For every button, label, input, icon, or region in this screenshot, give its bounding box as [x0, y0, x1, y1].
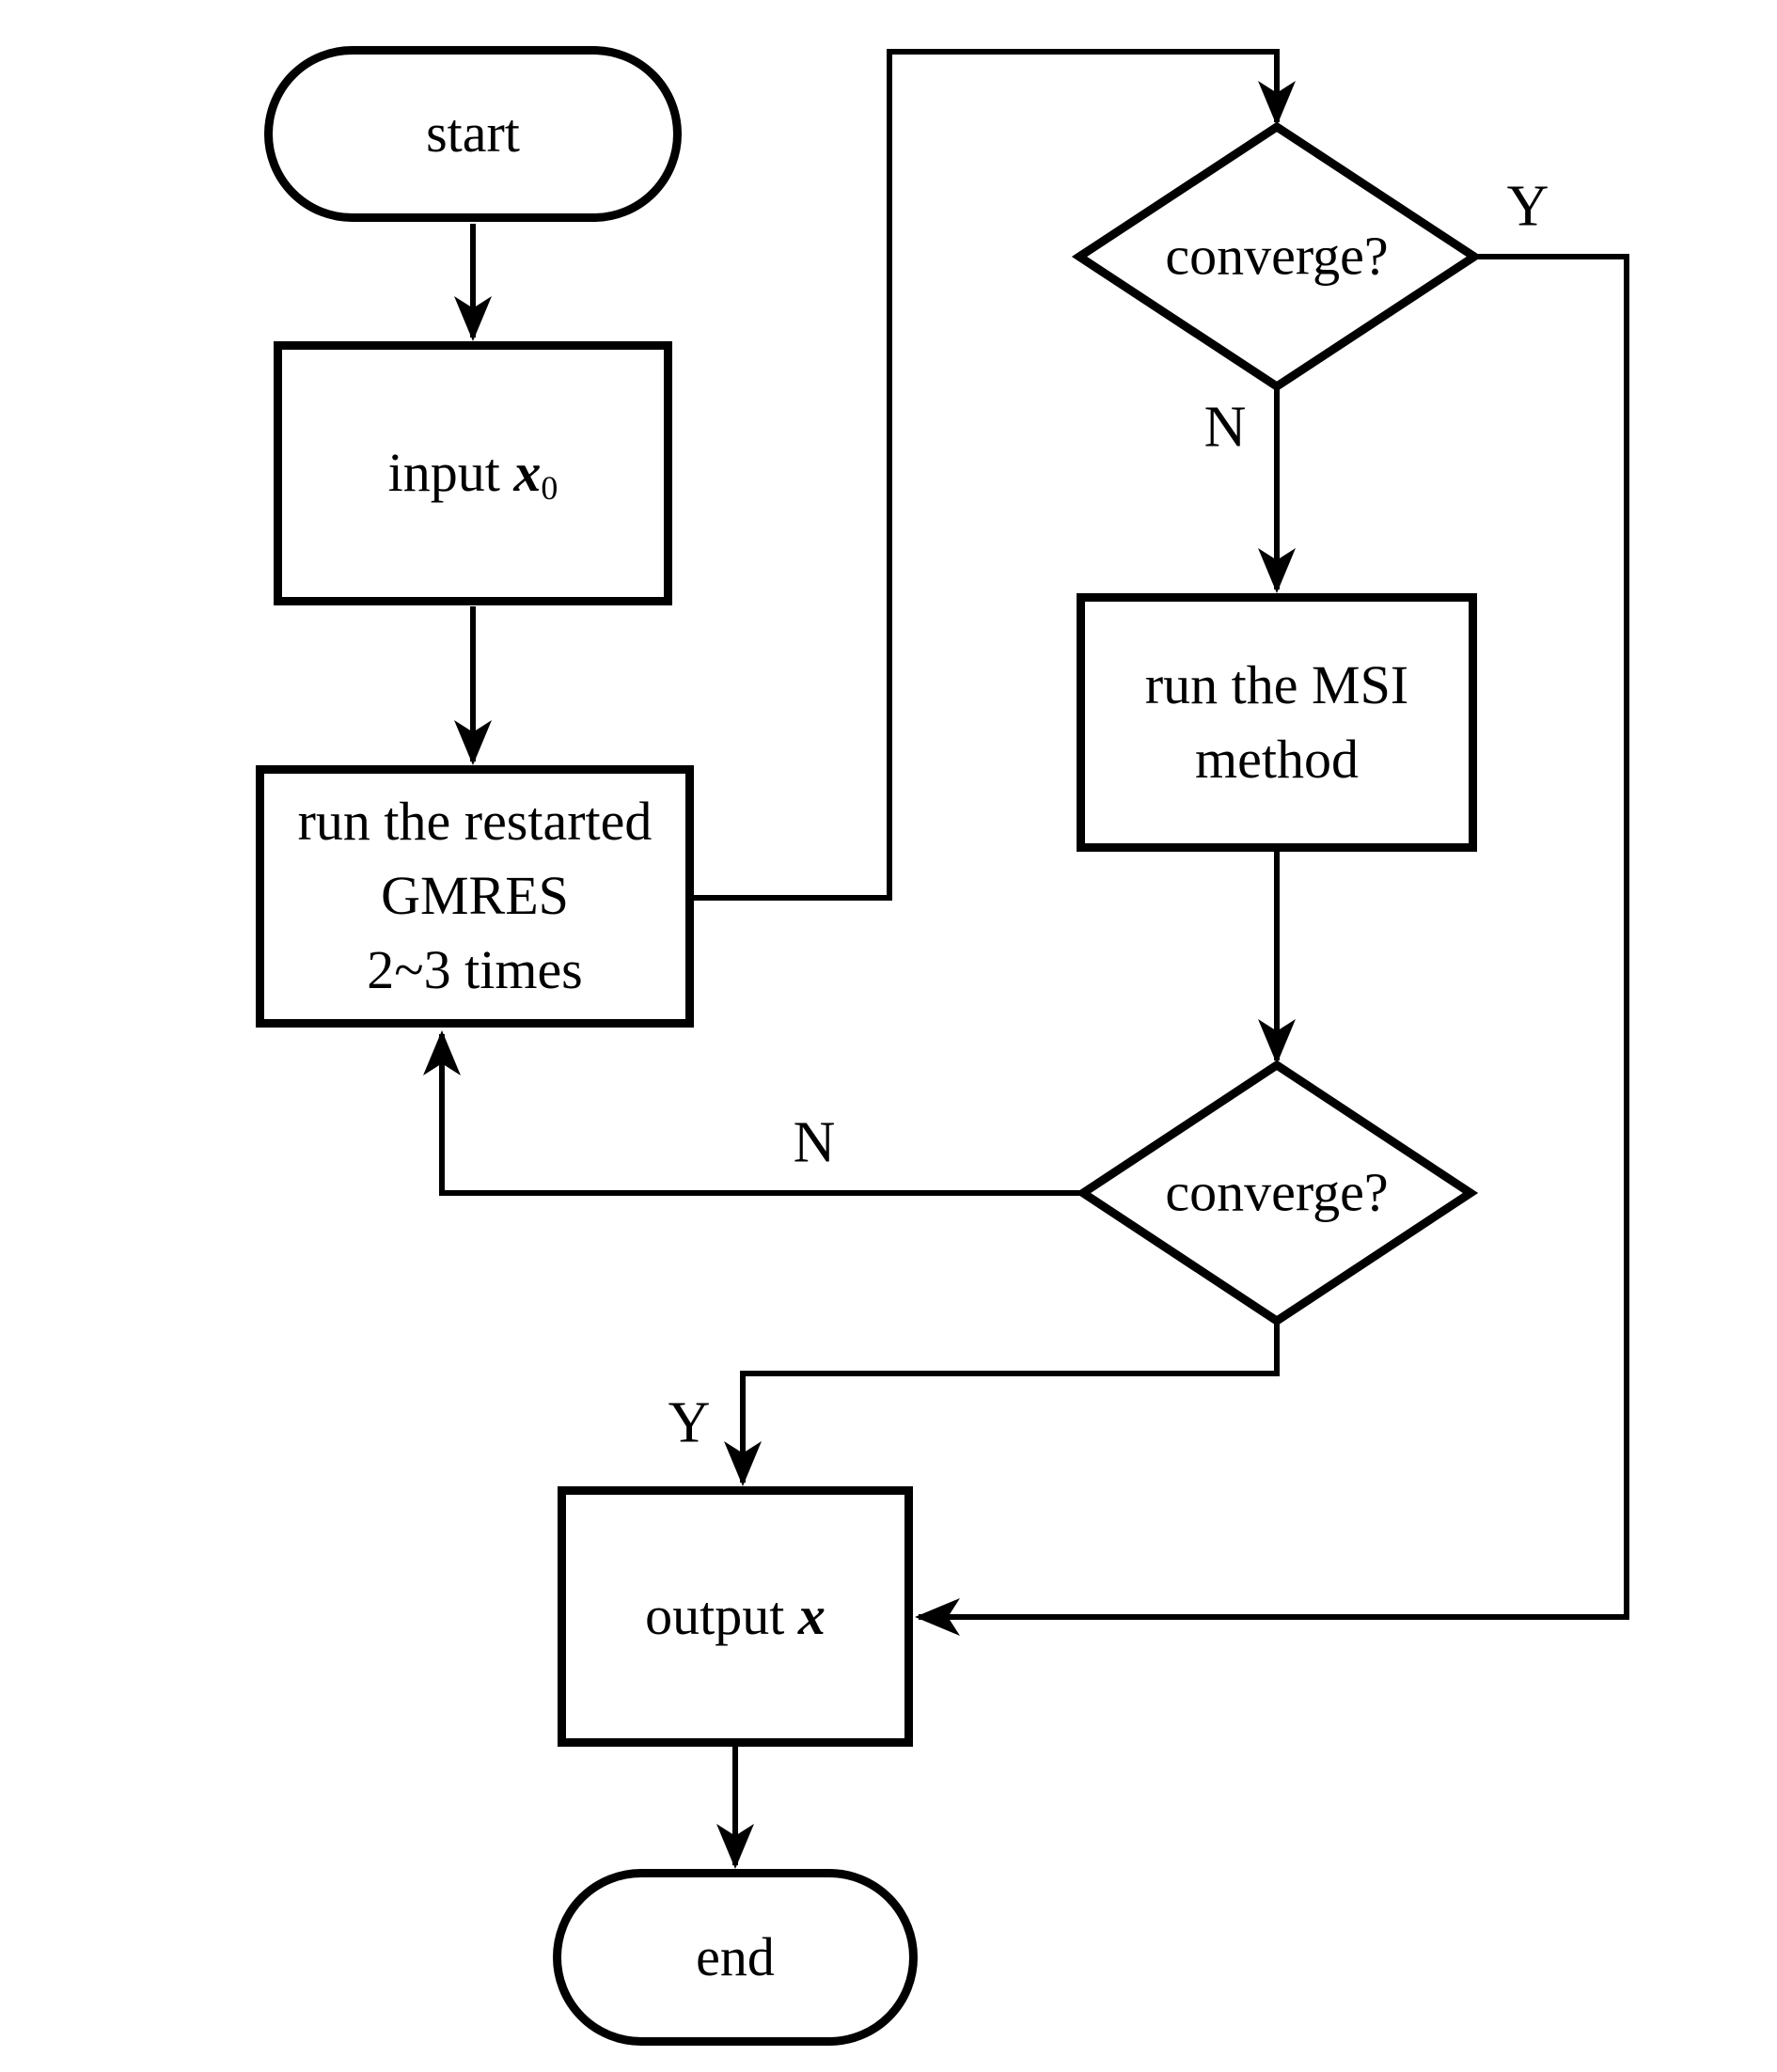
converge2-label: converge?: [1165, 1161, 1389, 1223]
edge-converge2-yes-to-output: [724, 1321, 1280, 1486]
input-subscript: 0: [541, 469, 558, 508]
gmres-line: 2~3 times: [367, 938, 583, 1000]
input-label: input x0: [387, 442, 558, 508]
converge1-label: converge?: [1165, 225, 1389, 287]
msi-line: method: [1195, 728, 1359, 790]
node-start: start: [264, 46, 682, 222]
gmres-line: run the restarted: [297, 791, 653, 853]
converge1-yes-label: Y: [1506, 174, 1549, 239]
node-output-x: output x: [558, 1486, 913, 1747]
converge2-no-label: N: [793, 1110, 836, 1175]
start-label: start: [426, 102, 520, 165]
node-converge2-diamond: [1075, 1060, 1479, 1326]
msi-line: run the MSI: [1144, 653, 1409, 715]
edge-gmres-to-converge1: [692, 49, 1296, 901]
node-input-x0: input x0: [274, 341, 672, 605]
node-converge1-diamond: [1071, 121, 1483, 392]
node-msi-method: run the MSI method: [1077, 593, 1477, 852]
edge-converge2-no-to-gmres: [423, 1030, 1083, 1196]
node-restarted-gmres: run the restarted GMRES 2~3 times: [256, 765, 694, 1028]
node-end: end: [553, 1869, 918, 2046]
edge-converge1-yes-to-output: [915, 254, 1629, 1636]
gmres-line: GMRES: [381, 865, 569, 927]
converge2-yes-label: Y: [668, 1390, 711, 1455]
input-variable: x: [513, 442, 542, 504]
end-label: end: [696, 1925, 775, 1987]
converge1-no-label: N: [1203, 395, 1247, 460]
output-variable: x: [797, 1585, 826, 1647]
output-label: output x: [645, 1585, 826, 1647]
